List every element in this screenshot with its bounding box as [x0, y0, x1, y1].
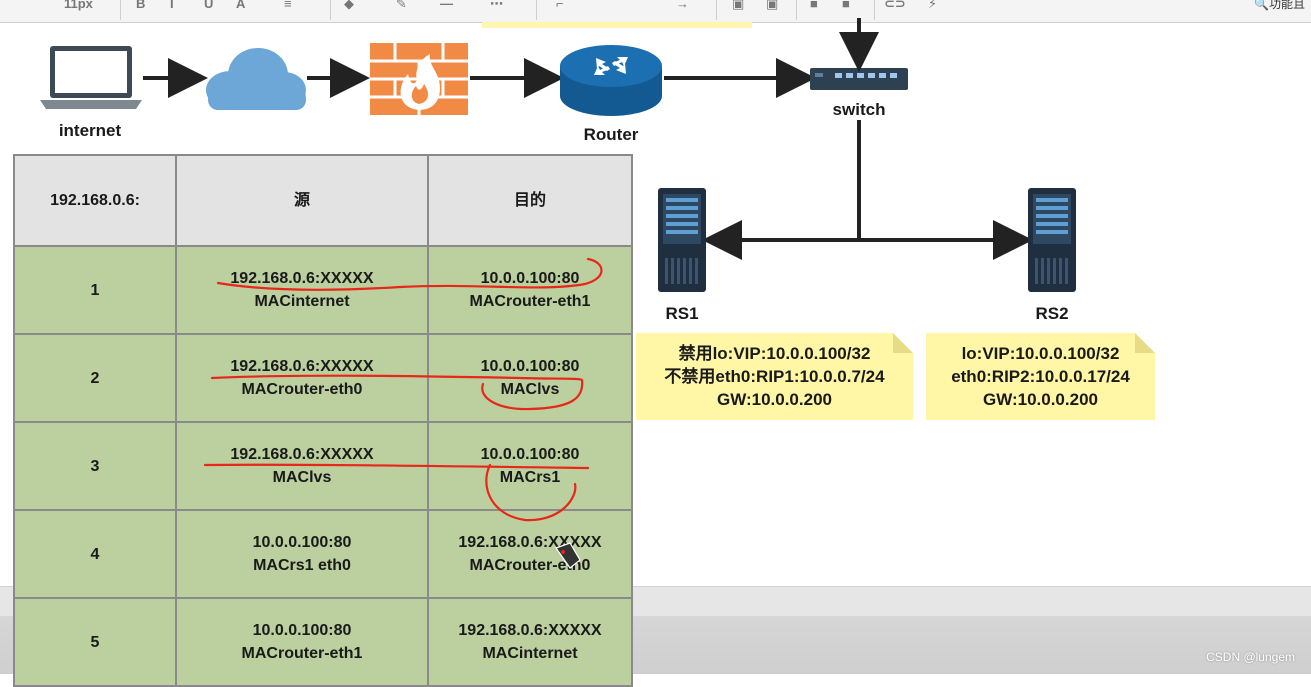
link-icon[interactable]: ⊂⊃	[884, 0, 906, 11]
destination-mac: MACinternet	[482, 645, 578, 662]
arrow-style-icon[interactable]: →	[676, 0, 689, 11]
ungroup-icon[interactable]: ■	[842, 0, 850, 11]
watermark: CSDN @lungem	[1206, 650, 1295, 664]
line-style-icon[interactable]: —	[440, 0, 453, 11]
to-back-icon[interactable]: ▣	[766, 0, 779, 11]
switch-label: switch	[832, 100, 886, 119]
source-mac: MACinternet	[254, 293, 350, 310]
source-cell: 192.168.0.6:XXXXX MAClvs	[175, 421, 429, 511]
internet-label: internet	[58, 121, 122, 140]
toolbar-divider	[796, 0, 797, 20]
italic-icon[interactable]: I	[170, 0, 174, 11]
source-mac: MAClvs	[272, 469, 332, 486]
packet-flow-table: 192.168.0.6: 源 目的 1 192.168.0.6:XXXXX MAC…	[13, 154, 633, 687]
router-icon[interactable]	[560, 45, 662, 116]
toolbar-divider	[716, 0, 717, 20]
destination-ip: 10.0.0.100:80	[480, 270, 580, 287]
font-color-icon[interactable]: A	[236, 0, 246, 11]
step-number: 4	[13, 509, 177, 599]
switch-icon[interactable]	[810, 68, 908, 90]
group-icon[interactable]: ■	[810, 0, 818, 11]
source-ip: 10.0.0.100:80	[252, 534, 352, 551]
connector-icon[interactable]: ⌐	[556, 0, 564, 11]
feature-search-label: 功能且	[1268, 0, 1305, 11]
note-fold	[1135, 333, 1155, 353]
rs2-label: RS2	[1035, 304, 1069, 323]
table-row: 2 192.168.0.6:XXXXX MACrouter-eth0 10.0.0…	[13, 333, 633, 423]
source-mac: MACrs1 eth0	[253, 557, 351, 574]
more-icon[interactable]: ⋯	[490, 0, 503, 11]
laptop-icon[interactable]	[40, 46, 142, 109]
note-line: 不禁用eth0:RIP1:10.0.0.7/24	[664, 367, 885, 386]
table-header-row: 192.168.0.6: 源 目的	[13, 154, 633, 247]
destination-mac: MAClvs	[500, 381, 560, 398]
toolbar-divider	[120, 0, 121, 20]
source-ip: 192.168.0.6:XXXXX	[230, 358, 374, 375]
rs1-config-note[interactable]: 禁用lo:VIP:10.0.0.100/32 不禁用eth0:RIP1:10.0…	[636, 333, 913, 420]
note-line: eth0:RIP2:10.0.0.17/24	[951, 367, 1130, 386]
source-ip: 10.0.0.100:80	[252, 622, 352, 639]
magic-wand-icon[interactable]: ⚡	[928, 0, 938, 11]
source-cell: 192.168.0.6:XXXXX MACinternet	[175, 245, 429, 335]
header-source: 源	[175, 154, 429, 247]
step-number: 1	[13, 245, 177, 335]
source-ip: 192.168.0.6:XXXXX	[230, 270, 374, 287]
destination-ip: 192.168.0.6:XXXXX	[458, 622, 602, 639]
toolbar-divider	[874, 0, 875, 20]
source-mac: MACrouter-eth0	[241, 381, 363, 398]
source-mac: MACrouter-eth1	[241, 645, 363, 662]
destination-mac: MACrouter-eth0	[469, 557, 591, 574]
router-label: Router	[583, 125, 639, 144]
destination-cell: 192.168.0.6:XXXXX MACrouter-eth0	[427, 509, 633, 599]
toolbar-divider	[330, 0, 331, 20]
feature-search[interactable]: 🔍功能且	[1254, 0, 1305, 12]
source-ip: 192.168.0.6:XXXXX	[230, 446, 374, 463]
fill-color-icon[interactable]: ◆	[344, 0, 354, 11]
search-icon: 🔍	[1254, 0, 1269, 11]
step-number: 5	[13, 597, 177, 687]
step-number: 2	[13, 333, 177, 423]
to-front-icon[interactable]: ▣	[732, 0, 745, 11]
server-icon[interactable]	[1028, 188, 1076, 292]
bold-icon[interactable]: B	[136, 0, 146, 11]
line-color-icon[interactable]: ✎	[396, 0, 407, 11]
font-size-select[interactable]: 11px	[64, 0, 93, 11]
cloud-icon[interactable]	[206, 48, 306, 110]
destination-mac: MACrs1	[499, 469, 561, 486]
rs1-label: RS1	[665, 304, 699, 323]
table-row: 1 192.168.0.6:XXXXX MACinternet 10.0.0.10…	[13, 245, 633, 335]
destination-ip: 192.168.0.6:XXXXX	[458, 534, 602, 551]
note-line: 禁用lo:VIP:10.0.0.100/32	[678, 344, 871, 363]
selection-highlight	[482, 22, 752, 28]
header-client-ip: 192.168.0.6:	[13, 154, 177, 247]
destination-ip: 10.0.0.100:80	[480, 358, 580, 375]
note-fold	[893, 333, 913, 353]
rs2-config-note[interactable]: lo:VIP:10.0.0.100/32 eth0:RIP2:10.0.0.17…	[926, 333, 1155, 420]
source-cell: 192.168.0.6:XXXXX MACrouter-eth0	[175, 333, 429, 423]
server-icon[interactable]	[658, 188, 706, 292]
note-line: lo:VIP:10.0.0.100/32	[961, 344, 1120, 363]
destination-ip: 10.0.0.100:80	[480, 446, 580, 463]
header-destination: 目的	[427, 154, 633, 247]
align-icon[interactable]: ≡	[284, 0, 292, 11]
toolbar-divider	[536, 0, 537, 20]
destination-mac: MACrouter-eth1	[469, 293, 591, 310]
note-line: GW:10.0.0.200	[717, 390, 832, 409]
step-number: 3	[13, 421, 177, 511]
note-line: GW:10.0.0.200	[983, 390, 1098, 409]
underline-icon[interactable]: U	[204, 0, 214, 11]
destination-cell: 192.168.0.6:XXXXX MACinternet	[427, 597, 633, 687]
firewall-icon[interactable]	[370, 43, 468, 115]
